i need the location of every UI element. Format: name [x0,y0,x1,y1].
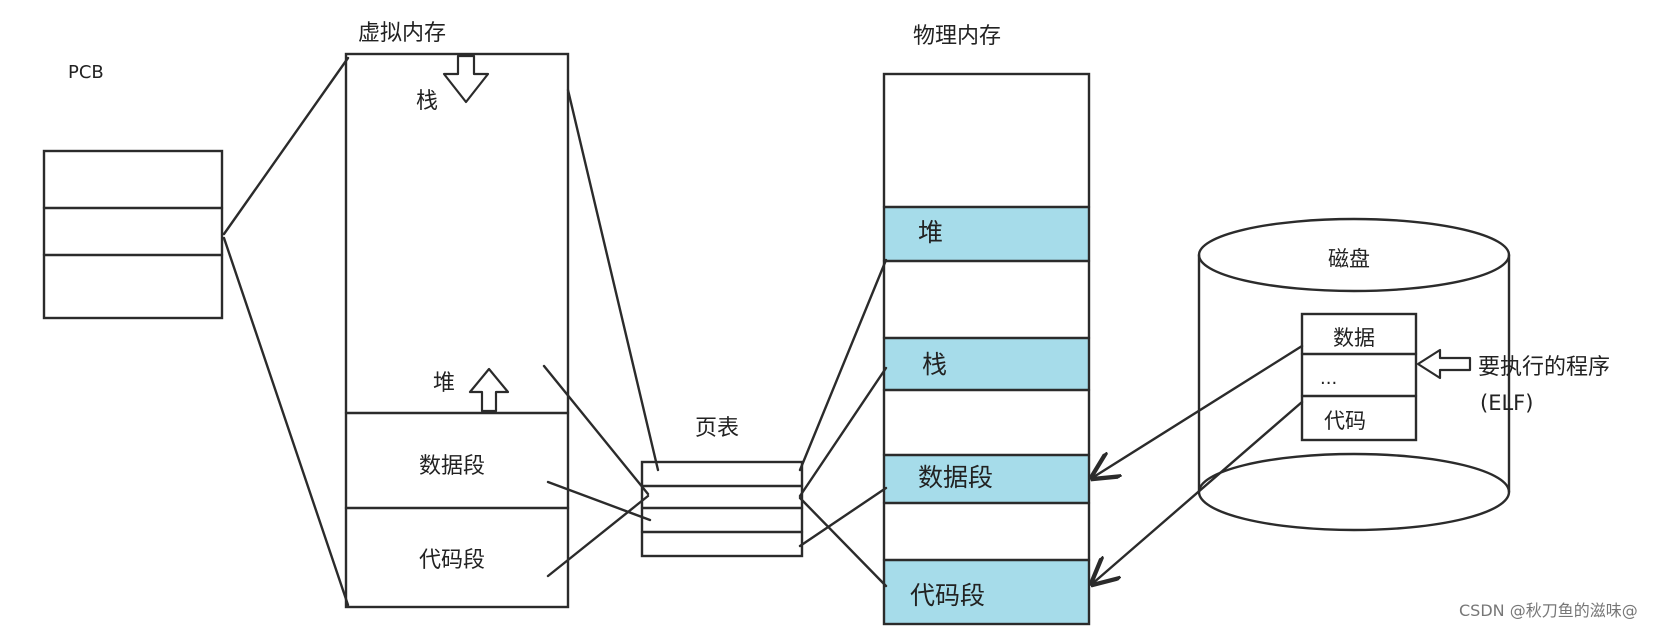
elf-label: (ELF) [1480,391,1533,415]
physical-stack-block [884,338,1089,390]
arrow-down-icon [442,54,490,104]
arrow-up-icon [468,367,510,413]
virtual-stack-label: 栈 [416,89,438,114]
disk-file-table [1300,312,1418,442]
disk-file-data-label: 数据 [1333,326,1375,350]
physical-heap-label: 堆 [918,218,943,247]
disk-title: 磁盘 [1328,247,1370,271]
physical-memory-title: 物理内存 [913,24,1001,49]
physical-heap-block [884,207,1089,261]
watermark-text: CSDN @秋刀鱼的滋味@ [1459,601,1638,620]
virtual-to-page-table-lines [542,88,660,578]
arrow-left-icon [1416,348,1472,380]
page-table-title: 页表 [695,416,739,441]
page-table-to-physical-lines [798,258,888,588]
disk-to-physical-arrows [1092,344,1304,584]
program-to-execute-label: 要执行的程序 [1478,355,1610,380]
pcb-label: PCB [68,62,104,83]
disk-file-code-label: 代码 [1324,409,1366,433]
physical-data-segment-label: 数据段 [918,463,993,492]
page-table-box [640,460,804,558]
virtual-data-segment-label: 数据段 [419,454,485,479]
virtual-code-segment-label: 代码段 [419,548,485,573]
disk-file-ellipsis: ... [1320,368,1337,389]
pcb-to-virtual-memory-lines [222,56,350,607]
virtual-memory-box [344,52,570,609]
disk-cylinder [1197,217,1511,532]
physical-memory-box [882,72,1091,626]
virtual-memory-title: 虚拟内存 [358,21,446,46]
physical-code-block [884,560,1089,623]
virtual-heap-label: 堆 [433,371,455,396]
physical-stack-label: 栈 [922,350,947,379]
physical-data-block [884,455,1089,503]
physical-code-segment-label: 代码段 [910,581,985,610]
pcb-box [42,149,224,320]
